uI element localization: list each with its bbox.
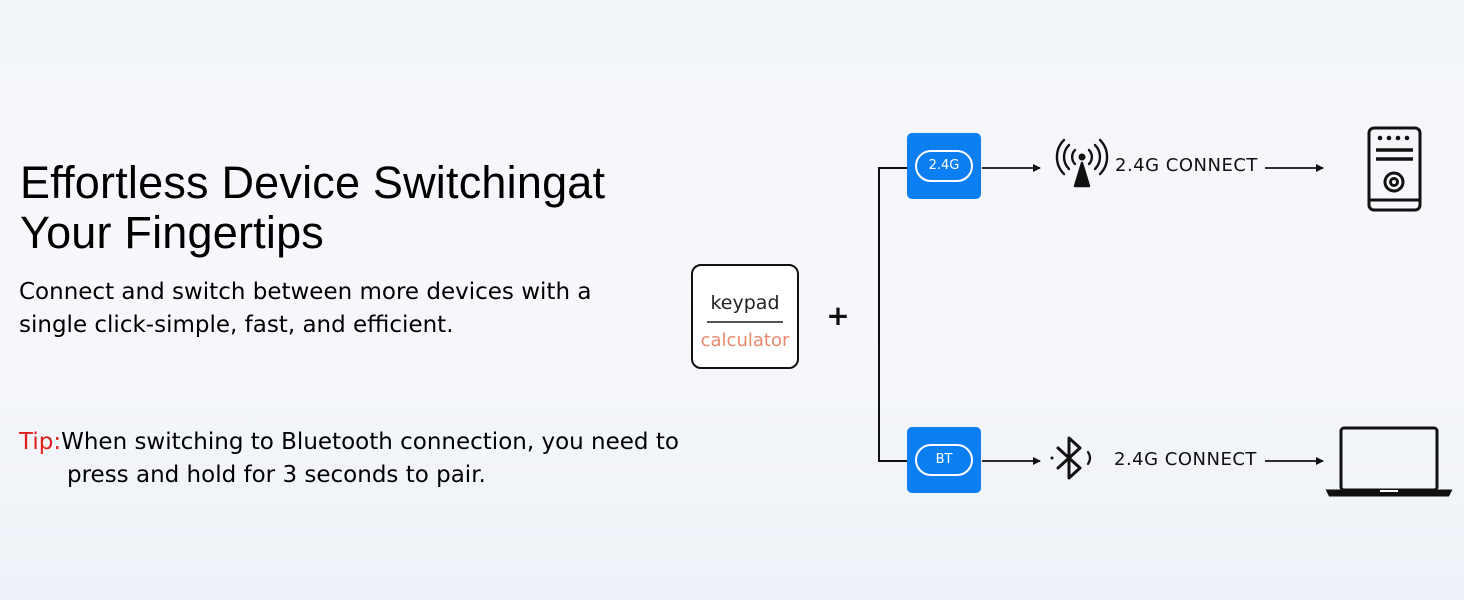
mode-2-4g-label: 2.4G: [915, 150, 973, 182]
mode-bt-button: BT: [907, 427, 981, 493]
headline-line-2: Your Fingertips: [20, 207, 325, 258]
tip-line-1: When switching to Bluetooth connection, …: [61, 429, 679, 455]
plus-sign: +: [826, 299, 849, 332]
divider: [707, 321, 783, 323]
subtitle: Connect and switch between more devices …: [19, 276, 679, 342]
tip-label: Tip:: [19, 429, 62, 455]
tip-note: Tip:When switching to Bluetooth connecti…: [19, 426, 699, 492]
keypad-calculator-device: keypad calculator: [691, 264, 799, 369]
connect-label-2-4g: 2.4G CONNECT: [1115, 155, 1258, 176]
calculator-label: calculator: [700, 330, 790, 351]
subtitle-line-1: Connect and switch between more devices …: [19, 279, 592, 305]
tip-line-2: press and hold for 3 seconds to pair.: [67, 462, 486, 488]
subtitle-line-2: single click-simple, fast, and efficient…: [19, 312, 454, 338]
keypad-label: keypad: [710, 292, 780, 314]
laptop-icon: [1325, 426, 1453, 497]
headline-line-1: Effortless Device Switchingat: [20, 157, 606, 208]
mode-2-4g-button: 2.4G: [907, 133, 981, 199]
antenna-icon: [1055, 138, 1109, 188]
desktop-tower-icon: [1367, 126, 1422, 212]
bluetooth-icon: [1050, 436, 1092, 480]
connect-label-bt: 2.4G CONNECT: [1114, 449, 1257, 470]
headline: Effortless Device Switchingat Your Finge…: [20, 158, 700, 258]
branch-connector: [878, 167, 907, 462]
mode-bt-label: BT: [915, 444, 973, 476]
